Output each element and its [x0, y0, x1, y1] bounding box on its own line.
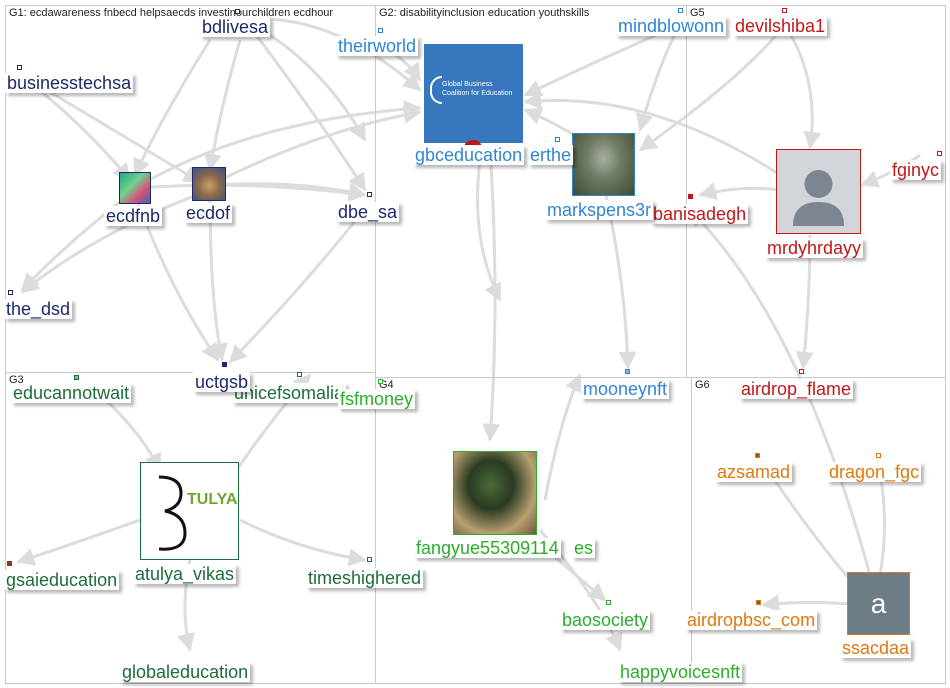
group-box-g2: G2: disabilityinclusion education youths… — [375, 5, 687, 378]
label-fginyc[interactable]: fginyc — [890, 160, 941, 180]
node-marker-unicefsomalia[interactable] — [297, 372, 302, 377]
node-marker-mooneynft[interactable] — [625, 369, 630, 374]
label-dbe_sa[interactable]: dbe_sa — [336, 202, 399, 222]
label-uctgsb[interactable]: uctgsb — [193, 372, 250, 392]
label-airdropbsc_com[interactable]: airdropbsc_com — [685, 610, 817, 630]
label-theirworld[interactable]: theirworld — [336, 36, 418, 56]
node-marker-educannotwait[interactable] — [74, 375, 79, 380]
label-ecdof[interactable]: ecdof — [184, 203, 232, 223]
label-fangyue[interactable]: fangyue55309114 — [414, 538, 561, 558]
markspens3r-avatar[interactable] — [572, 133, 635, 196]
node-marker-baosociety[interactable] — [606, 600, 611, 605]
group-title-g6: G6 — [695, 379, 710, 391]
label-fsfmoney[interactable]: fsfmoney — [338, 389, 415, 409]
label-devilshiba1[interactable]: devilshiba1 — [733, 16, 827, 36]
atulya-logo-icon — [141, 463, 238, 559]
label-fangyue-overlap[interactable]: es — [572, 538, 595, 558]
ecdfnb-avatar[interactable] — [119, 172, 151, 204]
label-gbceducation[interactable]: gbceducation — [413, 145, 524, 165]
label-dragon_fgc[interactable]: dragon_fgc — [827, 462, 921, 482]
node-marker-fginyc[interactable] — [937, 151, 942, 156]
node-marker-gsaieducation[interactable] — [7, 561, 12, 566]
mrdyhrdayy-avatar[interactable] — [776, 149, 861, 234]
label-airdrop_flame[interactable]: airdrop_flame — [739, 379, 853, 399]
node-marker-timeshighered[interactable] — [367, 557, 372, 562]
group-title-g1: G1: ecdawareness fnbecd helpsaecds inves… — [9, 7, 333, 19]
label-mooneynft[interactable]: mooneynft — [581, 379, 669, 399]
node-marker-airdrop_flame[interactable] — [799, 369, 804, 374]
label-azsamad[interactable]: azsamad — [715, 462, 792, 482]
gbceducation-logo[interactable]: Global Business Coalition for Education — [424, 44, 523, 143]
group-title-g2: G2: disabilityinclusion education youths… — [379, 7, 589, 19]
atulya_vikas-logo[interactable]: TULYA — [140, 462, 239, 560]
ssacdaa-avatar-letter: a — [848, 573, 909, 634]
label-mindblowonn[interactable]: mindblowonn — [616, 16, 726, 36]
node-marker-uctgsb[interactable] — [222, 362, 227, 367]
label-gbceducation-overlap[interactable]: erthe — [528, 145, 573, 165]
label-gsaieducation[interactable]: gsaieducation — [4, 570, 119, 590]
label-ssacdaa[interactable]: ssacdaa — [840, 638, 911, 658]
label-markspens3r[interactable]: markspens3r — [545, 200, 653, 220]
label-globaleducation[interactable]: globaleducation — [120, 662, 250, 682]
node-marker-fsfmoney[interactable] — [378, 379, 383, 384]
node-marker-markspens3r-dot[interactable] — [555, 137, 560, 142]
gbc-logo-icon — [430, 76, 442, 104]
node-marker-devilshiba1[interactable] — [782, 8, 787, 13]
label-happyvoicesnft[interactable]: happyvoicesnft — [618, 662, 742, 682]
node-marker-azsamad[interactable] — [755, 453, 760, 458]
label-baosociety[interactable]: baosociety — [560, 610, 650, 630]
node-marker-dragon_fgc[interactable] — [876, 453, 881, 458]
fangyue-avatar[interactable] — [453, 451, 537, 535]
gbc-logo-text: Global Business Coalition for Education — [442, 80, 514, 98]
label-educannotwait[interactable]: educannotwait — [11, 383, 131, 403]
node-marker-bdlivesa[interactable] — [235, 9, 240, 14]
node-marker-theirworld[interactable] — [378, 28, 383, 33]
node-marker-airdropbsc_com[interactable] — [756, 600, 761, 605]
label-mrdyhrdayy[interactable]: mrdyhrdayy — [765, 238, 863, 258]
node-marker-dbe_sa[interactable] — [367, 192, 372, 197]
node-marker-mindblowonn[interactable] — [678, 8, 683, 13]
node-marker-banisadegh[interactable] — [688, 194, 693, 199]
ssacdaa-avatar[interactable]: a — [847, 572, 910, 635]
label-bdlivesa[interactable]: bdlivesa — [200, 17, 270, 37]
ecdof-avatar[interactable] — [192, 167, 226, 201]
label-timeshighered[interactable]: timeshighered — [306, 568, 423, 588]
default-user-icon — [777, 150, 860, 233]
label-businesstechsa[interactable]: businesstechsa — [5, 73, 133, 93]
label-the_dsd[interactable]: the_dsd — [4, 299, 72, 319]
label-ecdfnb[interactable]: ecdfnb — [104, 206, 162, 226]
label-atulya_vikas[interactable]: atulya_vikas — [133, 564, 236, 584]
label-banisadegh[interactable]: banisadegh — [651, 204, 748, 224]
atulya-logo-text: TULYA — [187, 491, 237, 509]
node-marker-the_dsd[interactable] — [8, 290, 13, 295]
node-marker-businesstechsa[interactable] — [17, 65, 22, 70]
